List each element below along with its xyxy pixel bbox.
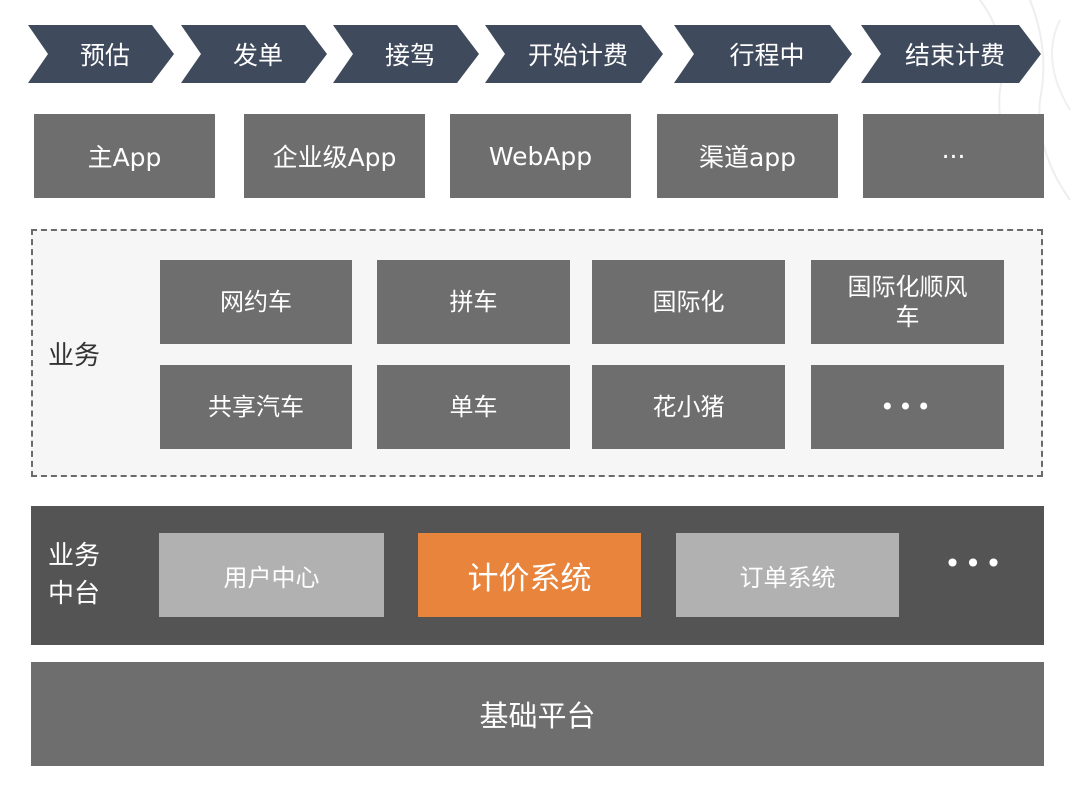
flow-step: 行程中 bbox=[674, 25, 852, 83]
business-item-bike: 单车 bbox=[377, 365, 570, 449]
pricing-system-box: 计价系统 bbox=[418, 533, 641, 617]
business-item-international: 国际化 bbox=[592, 260, 785, 344]
client-enterprise-app: 企业级App bbox=[244, 114, 425, 198]
client-more: ··· bbox=[863, 114, 1044, 198]
business-item-car-sharing: 共享汽车 bbox=[160, 365, 352, 449]
client-webapp: WebApp bbox=[450, 114, 631, 198]
flow-step-label: 预估 bbox=[79, 41, 130, 70]
client-main-app: 主App bbox=[34, 114, 215, 198]
middle-platform-more: ••• bbox=[944, 547, 1006, 580]
business-item-international-hitch: 国际化顺风 车 bbox=[811, 260, 1004, 344]
client-channel-app: 渠道app bbox=[657, 114, 838, 198]
flow-step-label: 发单 bbox=[232, 41, 283, 70]
middle-platform-label: 业务 中台 bbox=[48, 541, 101, 609]
flow-step: 结束计费 bbox=[861, 25, 1041, 83]
flow-step-label: 开始计费 bbox=[527, 41, 628, 70]
business-label: 业务 bbox=[48, 341, 101, 371]
flow-step-label: 接驾 bbox=[384, 41, 435, 70]
user-center-box: 用户中心 bbox=[159, 533, 384, 617]
flow-step: 发单 bbox=[181, 25, 327, 83]
business-item-more: ••• bbox=[811, 365, 1004, 449]
order-system-box: 订单系统 bbox=[676, 533, 899, 617]
flow-step-label: 结束计费 bbox=[904, 41, 1005, 70]
flow-step-label: 行程中 bbox=[729, 41, 805, 70]
business-item-carpool: 拼车 bbox=[377, 260, 570, 344]
business-item-huaxiaozhu: 花小猪 bbox=[592, 365, 785, 449]
flow-step: 开始计费 bbox=[485, 25, 663, 83]
business-item-ride-hailing: 网约车 bbox=[160, 260, 352, 344]
base-platform: 基础平台 bbox=[31, 662, 1044, 766]
flow-step: 预估 bbox=[28, 25, 174, 83]
flow-step: 接驾 bbox=[333, 25, 479, 83]
